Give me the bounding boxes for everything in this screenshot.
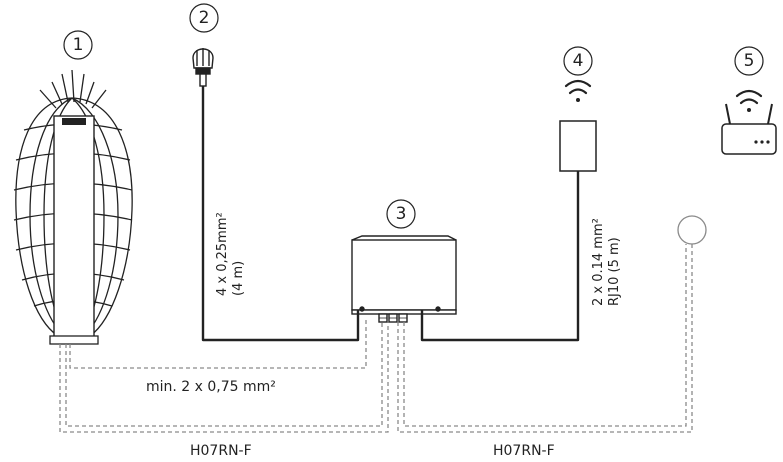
svg-text:RJ10 (5 m): RJ10 (5 m): [607, 237, 622, 306]
callout-5: 5: [734, 46, 764, 76]
svg-text:2: 2: [199, 8, 210, 28]
sensor-cable-label: 4 x 0,25mm² (4 m): [215, 212, 246, 296]
callout-1: 1: [63, 30, 93, 60]
callout-4: 4: [563, 46, 593, 76]
heater-control-cable: [69, 318, 367, 369]
svg-text:2 x 0.14 mm²: 2 x 0.14 mm²: [591, 218, 606, 306]
module-cable: [420, 171, 580, 342]
sensor-cable: [201, 86, 360, 342]
dashed-cables: [59, 244, 693, 433]
power-outlet-icon: [677, 215, 707, 245]
callout-3: 3: [386, 199, 416, 229]
callout-2: 2: [189, 3, 219, 33]
power-cable-left: [59, 322, 389, 433]
svg-text:5: 5: [744, 51, 755, 71]
wifi-signal-icon: [564, 79, 592, 102]
wifi-module-icon: [559, 79, 597, 172]
control-box-icon: [351, 235, 457, 323]
power-cable-left-label: H07RN-F: [190, 443, 252, 459]
power-cable-right-label: H07RN-F: [493, 443, 555, 459]
module-cable-label: 2 x 0.14 mm² RJ10 (5 m): [591, 218, 622, 306]
solid-cables: [201, 86, 580, 342]
sauna-heater-icon: [13, 69, 133, 345]
svg-text:(4 m): (4 m): [231, 261, 246, 296]
svg-text:3: 3: [396, 204, 407, 224]
power-cable-right: [397, 244, 693, 433]
wifi-router-icon: [721, 89, 777, 155]
heater-control-label: min. 2 x 0,75 mm²: [146, 379, 276, 395]
svg-text:4 x 0,25mm²: 4 x 0,25mm²: [215, 212, 230, 296]
svg-text:1: 1: [73, 35, 84, 55]
temperature-sensor-icon: [192, 48, 214, 87]
svg-text:4: 4: [573, 51, 584, 71]
